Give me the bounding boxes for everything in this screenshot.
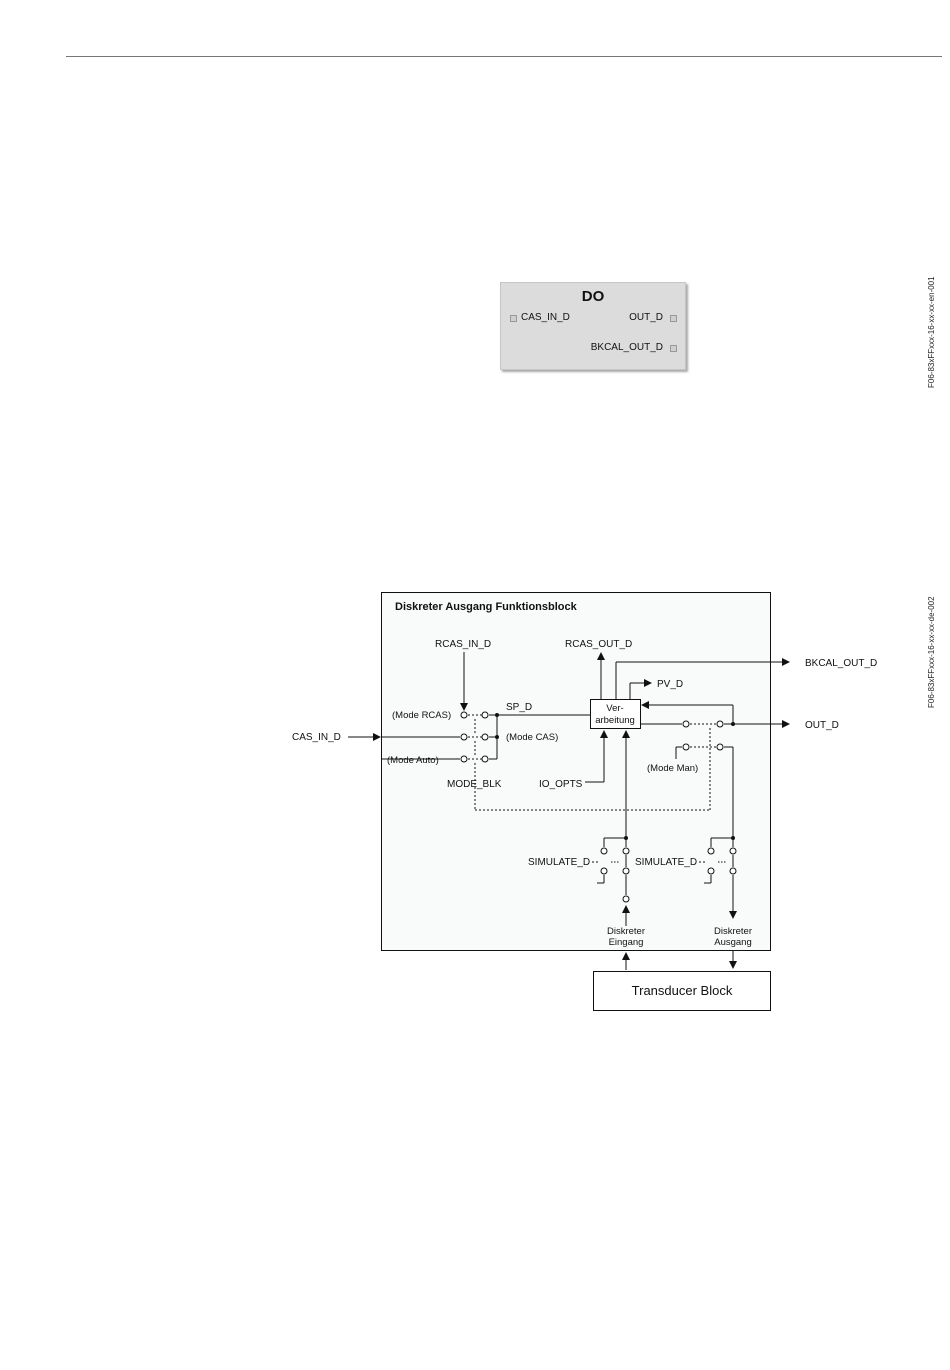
output-port-icon (670, 345, 677, 352)
input-port-icon (510, 315, 517, 322)
label-rcas-out: RCAS_OUT_D (565, 639, 632, 650)
do-function-block: DO CAS_IN_D OUT_D BKCAL_OUT_D (500, 282, 686, 370)
function-block-frame (381, 592, 771, 951)
processing-box (590, 699, 641, 729)
label-mode-cas: (Mode CAS) (506, 732, 558, 743)
port-cas-in: CAS_IN_D (521, 312, 570, 323)
label-simulate-right: SIMULATE_D (635, 857, 697, 868)
processing-label-2: arbeitung (595, 715, 635, 726)
discrete-in-label-2: Eingang (609, 937, 644, 948)
port-bkcal-out: BKCAL_OUT_D (590, 342, 663, 353)
discrete-in-label-1: Diskreter (607, 926, 645, 937)
do-block-title: DO (581, 288, 605, 305)
label-cas-in: CAS_IN_D (292, 732, 341, 743)
header-rule (66, 56, 942, 57)
label-sp: SP_D (506, 702, 532, 713)
port-out: OUT_D (629, 312, 663, 323)
label-mode-man: (Mode Man) (647, 763, 698, 774)
label-simulate-left: SIMULATE_D (528, 857, 590, 868)
label-mode-blk: MODE_BLK (447, 779, 502, 790)
discrete-out-label-2: Ausgang (714, 937, 752, 948)
discrete-out-label-1: Diskreter (714, 926, 752, 937)
label-pv: PV_D (657, 679, 683, 690)
label-out: OUT_D (805, 720, 839, 731)
transducer-block-label: Transducer Block (632, 983, 733, 998)
label-io-opts: IO_OPTS (539, 779, 583, 790)
label-mode-auto: (Mode Auto) (387, 755, 439, 766)
processing-label-1: Ver- (606, 703, 623, 714)
output-port-icon (670, 315, 677, 322)
transducer-block-box (593, 971, 771, 1011)
label-bkcal-out: BKCAL_OUT_D (805, 658, 877, 669)
label-mode-rcas: (Mode RCAS) (392, 710, 451, 721)
label-rcas-in: RCAS_IN_D (435, 639, 491, 650)
diagram-title: Diskreter Ausgang Funktionsblock (395, 601, 578, 613)
junction-dots (495, 713, 735, 840)
switch-contacts (460, 711, 737, 903)
